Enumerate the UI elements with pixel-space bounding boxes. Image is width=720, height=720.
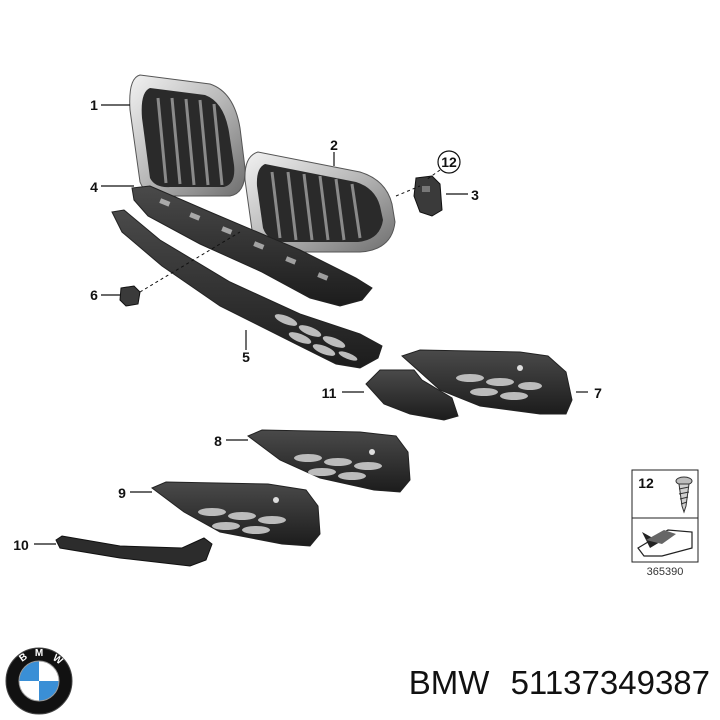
legend-callout-12: 12	[638, 475, 654, 491]
trim-part-11	[365, 369, 459, 421]
assembly-lines	[139, 169, 441, 293]
leader-lines	[34, 104, 588, 545]
callout-6: 6	[90, 287, 98, 303]
legend-box: 12 365390	[631, 469, 699, 578]
screw-callout-12: 12	[437, 150, 461, 174]
grille-carrier	[131, 185, 373, 307]
callout-9: 9	[118, 485, 126, 501]
bracket-part-3	[413, 175, 443, 217]
callout-2: 2	[330, 137, 338, 153]
callout-1: 1	[90, 97, 98, 113]
screw-icon	[675, 476, 693, 514]
clip-part-6	[119, 285, 141, 307]
arrow-symbol-icon	[637, 529, 693, 557]
callout-7: 7	[594, 385, 602, 401]
callout-4: 4	[90, 179, 98, 195]
part-caption: BMW 51137349387	[409, 664, 710, 702]
callout-11: 11	[322, 385, 337, 401]
bmw-logo: B M W	[5, 647, 73, 715]
kidney-grille-right	[244, 151, 396, 253]
trim-cover-9	[151, 481, 321, 547]
callout-8: 8	[214, 433, 222, 449]
callout-3: 3	[471, 187, 479, 203]
trim-strip-10	[55, 535, 213, 567]
drawing-number: 365390	[647, 566, 684, 578]
callout-5: 5	[242, 349, 250, 365]
callout-10: 10	[13, 537, 29, 553]
callout-12-circle: 12	[441, 154, 457, 170]
logo-letter-m: M	[35, 648, 43, 659]
trim-cover-8	[247, 429, 411, 493]
trim-cover-right-7	[401, 349, 573, 415]
lower-grille	[111, 209, 383, 369]
brand-name: BMW	[408, 664, 490, 701]
kidney-grille-left	[129, 74, 246, 197]
callout-labels: 1 2 3 4 5 6 7 8 9 10 11	[13, 97, 602, 553]
part-number: 51137349387	[510, 664, 710, 701]
